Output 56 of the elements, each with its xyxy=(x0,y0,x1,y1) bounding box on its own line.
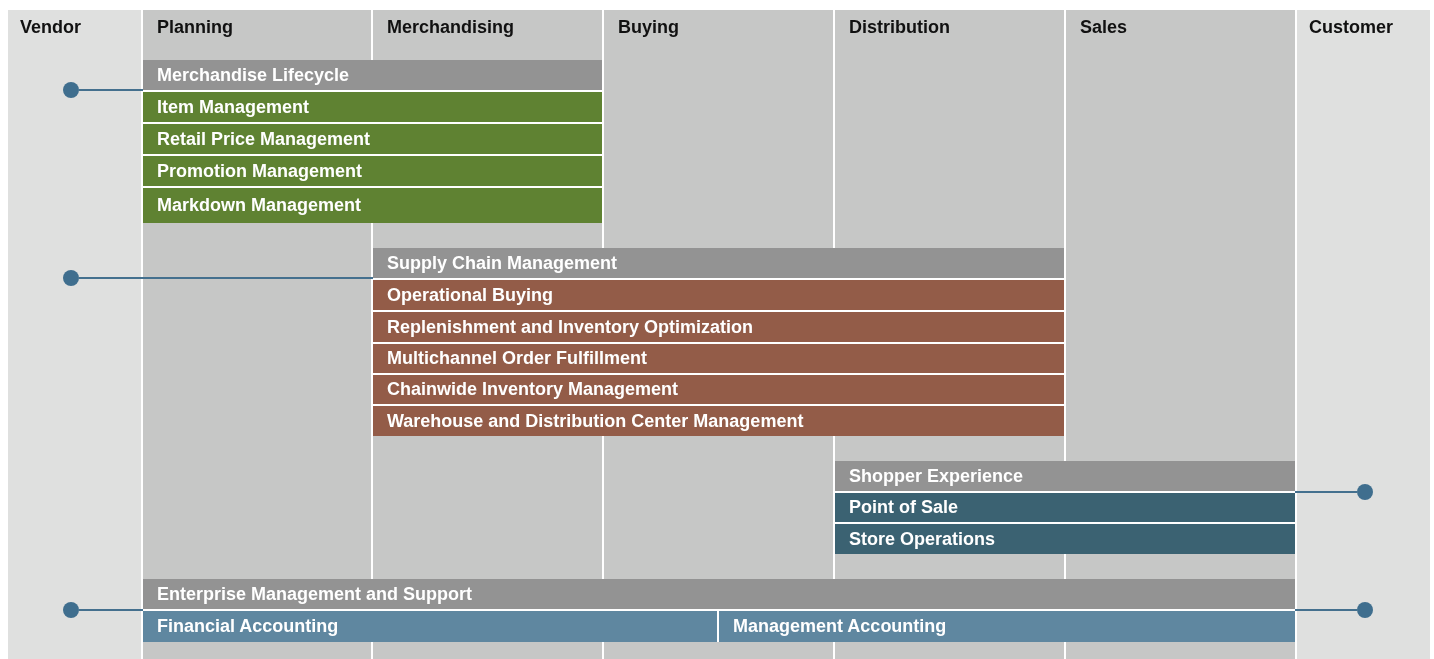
connector-line xyxy=(78,277,374,279)
module-group xyxy=(143,60,602,223)
module-group xyxy=(373,248,1064,436)
module-row xyxy=(373,344,1064,373)
module-group xyxy=(143,579,1295,642)
column-header: Vendor xyxy=(20,17,81,38)
module-label: Replenishment and Inventory Optimization xyxy=(387,316,754,338)
module-row xyxy=(143,188,602,223)
swimlane xyxy=(143,10,371,50)
module-row xyxy=(143,156,602,186)
group-header: Merchandise Lifecycle xyxy=(143,60,602,90)
module-label: Operational Buying xyxy=(387,284,554,306)
swimlane xyxy=(835,10,1064,50)
module-row xyxy=(143,611,717,642)
module-group xyxy=(835,461,1295,554)
module-label: Financial Accounting xyxy=(157,616,339,637)
module-row xyxy=(835,493,1295,522)
connector-line xyxy=(78,89,144,91)
column-header: Merchandising xyxy=(387,17,515,38)
module-label: Management Accounting xyxy=(733,616,947,637)
module-row xyxy=(143,92,602,122)
module-label: Chainwide Inventory Management xyxy=(387,379,679,400)
column-header: Planning xyxy=(157,17,233,38)
swimlane xyxy=(1066,10,1295,50)
swimlane xyxy=(8,10,141,659)
connector-dot xyxy=(1357,602,1373,618)
module-label: Markdown Management xyxy=(157,195,362,216)
module-label: Warehouse and Distribution Center Management xyxy=(387,410,804,432)
column-header: Buying xyxy=(618,17,679,38)
group-header: Enterprise Management and Support xyxy=(143,579,1295,609)
connector-dot xyxy=(63,270,79,286)
column-header: Customer xyxy=(1309,17,1393,38)
connector-line xyxy=(78,609,144,611)
column-header: Distribution xyxy=(849,17,950,38)
module-row xyxy=(373,280,1064,310)
swimlane xyxy=(604,10,833,50)
module-row xyxy=(835,524,1295,554)
module-label: Retail Price Management xyxy=(157,128,371,150)
connector-dot xyxy=(1357,484,1373,500)
module-label: Point of Sale xyxy=(849,497,958,518)
column-header: Sales xyxy=(1080,17,1128,38)
module-row xyxy=(373,406,1064,436)
group-header: Shopper Experience xyxy=(835,461,1295,491)
module-label: Item Management xyxy=(157,96,310,118)
connector-dot xyxy=(63,82,79,98)
module-row xyxy=(373,312,1064,342)
swimlane xyxy=(373,10,602,50)
group-header: Supply Chain Management xyxy=(373,248,1064,278)
module-row xyxy=(143,124,602,154)
module-label: Promotion Management xyxy=(157,160,362,182)
module-label: Store Operations xyxy=(849,528,996,550)
module-row xyxy=(719,611,1295,642)
swimlane xyxy=(1297,10,1430,659)
module-row xyxy=(373,375,1064,404)
connector-dot xyxy=(63,602,79,618)
module-label: Multichannel Order Fulfillment xyxy=(387,348,647,369)
